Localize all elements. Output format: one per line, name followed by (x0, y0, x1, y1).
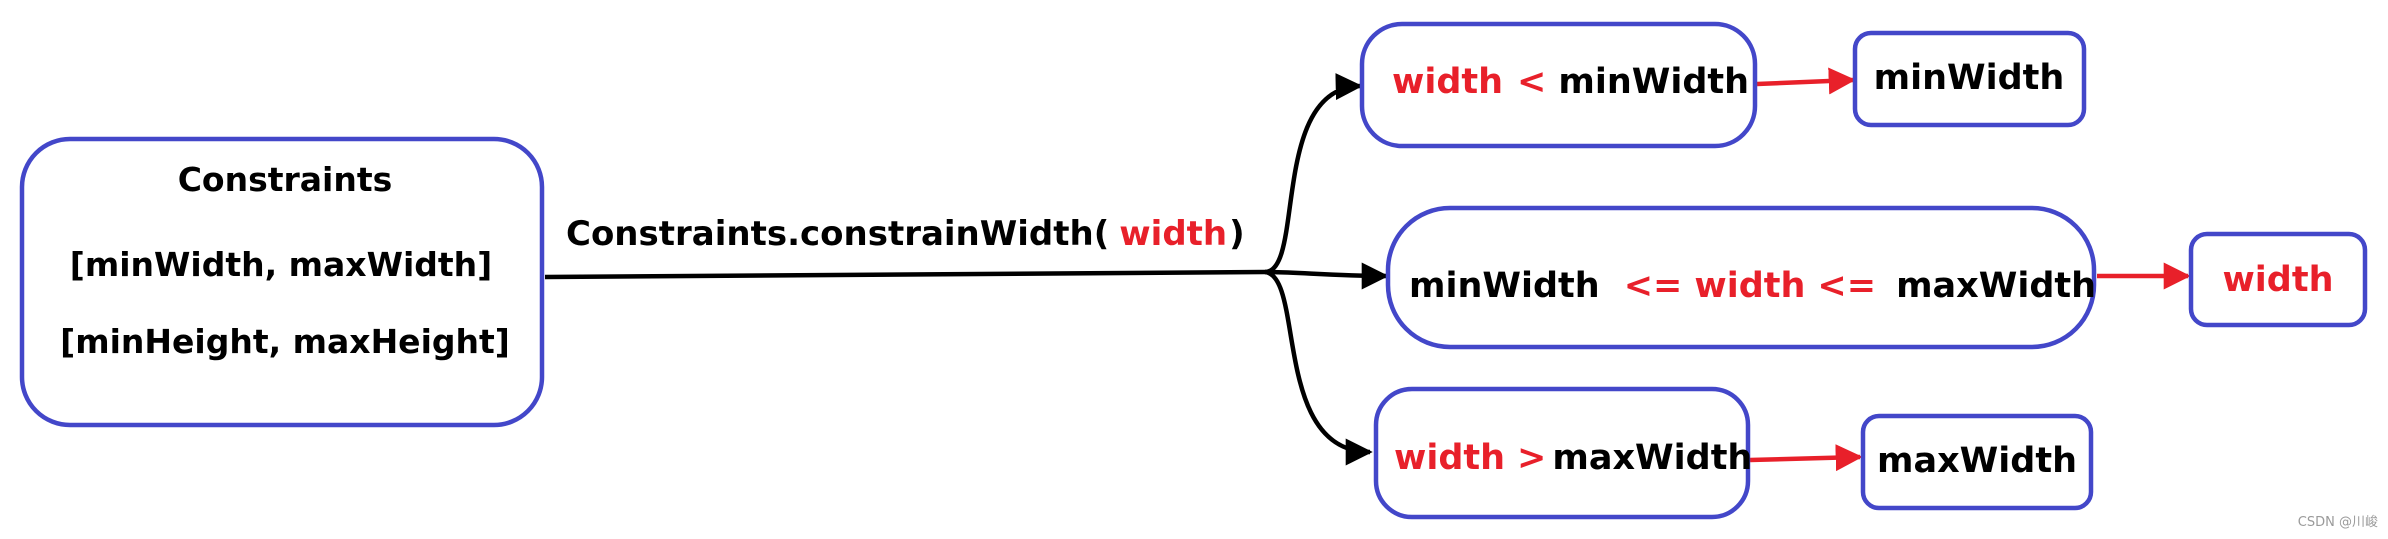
condition-operator-right: <= (1817, 266, 1876, 306)
condition-bound: minWidth (1558, 62, 1749, 102)
condition-variable: width (1392, 62, 1503, 102)
condition-text-in-range: minWidth <= width <= maxWidth (1409, 266, 2096, 306)
condition-operator: > (1517, 438, 1546, 478)
condition-operator: < (1517, 62, 1546, 102)
result-arrow-below-min (1756, 67, 1856, 95)
branch-connector-below-min (1264, 73, 1363, 275)
condition-variable: width (1394, 438, 1505, 478)
condition-node-below-min: width < minWidth (1359, 21, 1758, 149)
branch-connector-above-max (1264, 269, 1373, 466)
condition-bound: maxWidth (1552, 438, 1752, 478)
condition-lower-bound: minWidth (1409, 266, 1600, 306)
condition-node-in-range: minWidth <= width <= maxWidth (1385, 205, 2097, 350)
call-arg: width (1119, 214, 1227, 254)
condition-node-above-max: width >maxWidth (1373, 386, 1752, 520)
constraints-node: Constraints [minWidth, maxWidth] [minHei… (19, 136, 545, 428)
result-text-max-width: maxWidth (1877, 441, 2077, 481)
condition-upper-bound: maxWidth (1896, 266, 2096, 306)
connectors (544, 67, 2191, 472)
result-node-width: width (2188, 231, 2368, 328)
result-node-min-width: minWidth (1852, 30, 2087, 128)
call-suffix: ) (1229, 214, 1245, 254)
result-text-width: width (2222, 260, 2333, 300)
branch-connector-in-range (1264, 262, 1389, 290)
call-prefix: Constraints.constrainWidth( (566, 214, 1109, 254)
result-node-max-width: maxWidth (1860, 413, 2094, 511)
condition-operator-left: <= (1624, 266, 1683, 306)
constraints-width-range: [minWidth, maxWidth] (70, 245, 493, 284)
condition-text-above-max: width >maxWidth (1394, 438, 1752, 478)
main-connector (544, 269, 1266, 280)
watermark: CSDN @川峻 (2298, 514, 2378, 530)
constraints-title: Constraints (178, 160, 393, 199)
condition-text-below-min: width < minWidth (1392, 62, 1749, 102)
constraints-height-range: [minHeight, maxHeight] (60, 322, 510, 361)
result-text-min-width: minWidth (1874, 58, 2065, 98)
condition-variable: width (1694, 266, 1805, 306)
result-arrow-above-max (1749, 444, 1863, 472)
call-label: Constraints.constrainWidth(width) (566, 214, 1245, 254)
